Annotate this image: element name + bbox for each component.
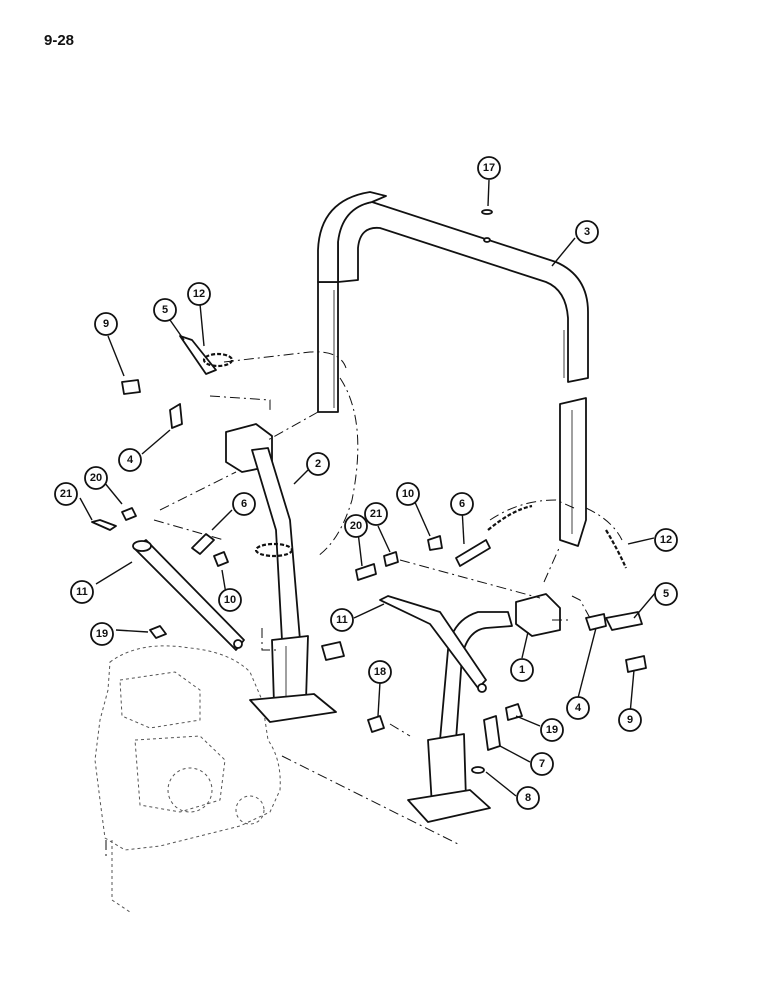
svg-text:2: 2 (315, 458, 321, 470)
svg-text:4: 4 (127, 454, 134, 466)
callout-11-right: 11 (330, 608, 354, 632)
hardware (91, 335, 647, 774)
callout-21-right: 21 (364, 502, 388, 526)
svg-text:6: 6 (459, 498, 465, 510)
callout-20-right: 20 (344, 514, 368, 538)
right-brace (379, 595, 487, 693)
leader-lines (79, 179, 657, 797)
engine-housing-outline (94, 645, 281, 913)
svg-text:12: 12 (193, 288, 205, 300)
svg-text:11: 11 (336, 614, 348, 626)
svg-text:21: 21 (60, 488, 72, 500)
callout-11-left: 11 (70, 580, 94, 604)
svg-text:10: 10 (402, 488, 414, 500)
svg-text:17: 17 (483, 162, 495, 174)
callout-6-left: 6 (232, 492, 256, 516)
svg-text:5: 5 (162, 304, 168, 316)
page-number: 9-28 (44, 32, 75, 49)
callout-4-left: 4 (118, 448, 142, 472)
callout-5-right: 5 (654, 582, 678, 606)
svg-text:6: 6 (241, 498, 247, 510)
callout-10-right: 10 (396, 482, 420, 506)
assembly-lines (105, 351, 623, 860)
callout-20-left: 20 (84, 466, 108, 490)
callout-19-right: 19 (540, 718, 564, 742)
callout-9-left: 9 (94, 312, 118, 336)
svg-text:12: 12 (660, 534, 672, 546)
callout-1: 1 (510, 658, 534, 682)
svg-text:9: 9 (103, 318, 109, 330)
svg-text:1: 1 (519, 664, 525, 676)
callout-17: 17 (477, 156, 501, 180)
callout-7: 7 (530, 752, 554, 776)
callout-3: 3 (575, 220, 599, 244)
right-lower-upright (407, 593, 561, 823)
svg-text:4: 4 (575, 702, 582, 714)
callout-6-right: 6 (450, 492, 474, 516)
svg-text:10: 10 (224, 594, 236, 606)
callout-9-right: 9 (618, 708, 642, 732)
svg-text:20: 20 (90, 472, 102, 484)
callout-8: 8 (516, 786, 540, 810)
upper-rollbar-hoop (317, 191, 589, 547)
callout-12-left: 12 (187, 282, 211, 306)
callout-12-right: 12 (654, 528, 678, 552)
svg-text:21: 21 (370, 508, 382, 520)
svg-text:11: 11 (76, 586, 88, 598)
svg-text:19: 19 (96, 628, 108, 640)
callout-18: 18 (368, 660, 392, 684)
callout-21-left: 21 (54, 482, 78, 506)
svg-text:5: 5 (663, 588, 669, 600)
left-brace (132, 539, 245, 651)
left-lower-upright (225, 423, 337, 723)
svg-text:19: 19 (546, 724, 558, 736)
svg-text:9: 9 (627, 714, 633, 726)
svg-text:20: 20 (350, 520, 362, 532)
svg-text:8: 8 (525, 792, 531, 804)
callout-2: 2 (306, 452, 330, 476)
svg-text:3: 3 (584, 226, 590, 238)
svg-text:7: 7 (539, 758, 545, 770)
callout-4-right: 4 (566, 696, 590, 720)
svg-text:18: 18 (374, 666, 386, 678)
callout-5-left: 5 (153, 298, 177, 322)
callout-19-left: 19 (90, 622, 114, 646)
callout-10-left: 10 (218, 588, 242, 612)
